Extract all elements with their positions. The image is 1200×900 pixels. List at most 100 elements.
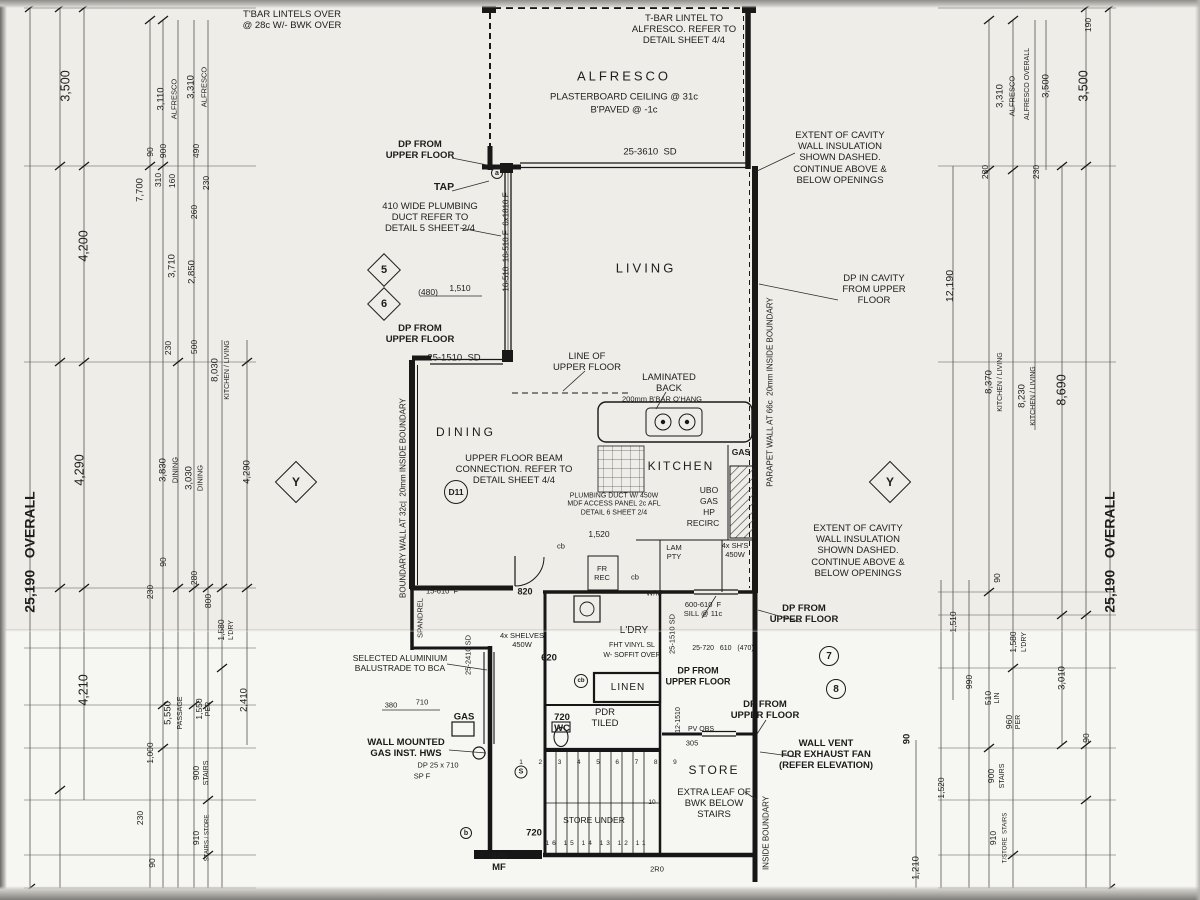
dim-right-overall: 25,190 OVERALL [1101,491,1118,613]
marker-a: a [491,167,503,179]
note-bbar-ohang: 200mm B'BAR O'HANG [622,394,702,404]
window-15-610: 15-610 F [425,586,459,596]
dim-left-4290: 4,290 [72,454,87,486]
dim-right-910: 910 [987,830,998,846]
dim-left-500: 500 [188,339,199,355]
dim-right-12190: 12,190 [943,269,956,303]
dim-left-2410: 2,410 [238,688,250,712]
stair-numbers-top: 1 2 3 4 5 6 7 8 9 [519,759,681,767]
door-820: 820 [517,586,533,597]
dim-left-1580: 1,580 [215,619,226,641]
marker-y-right: Y [868,460,912,504]
laundry-wm: W/M [646,588,662,598]
dim-305: 305 [685,738,699,748]
leader-lines [382,152,839,801]
dim-left-4210: 4,210 [76,674,91,706]
dim-left-230a: 230 [200,175,211,191]
spandrel: SPANDREL [415,598,425,638]
marker-label: a [495,169,499,177]
kitchen-gas-2: GAS [700,495,718,506]
note-line-upper: LINE OF UPPER FLOOR [552,350,622,373]
window-pv-obs: PV OBS [687,725,715,733]
door-25-1510-sd-2: 25-1510 SD [667,613,677,655]
dim-right-3010: 3,010 [1056,666,1068,690]
gas-meter: GAS [453,711,475,723]
dim-1520: 1,520 [588,528,610,539]
marker-cb: cb [574,674,588,688]
dim-left-3310: 3,310 [185,75,197,99]
note-extra-leaf: EXTRA LEAF OF BWK BELOW STAIRS [677,787,751,821]
dim-left-1550: 1,550 [193,698,204,720]
kitchen-fr-rec: FR REC [594,564,610,582]
dim-right-3500a: 3,500 [1076,70,1091,102]
dim-left-4200: 4,200 [76,230,91,262]
dim-left-160: 160 [166,173,177,189]
circle-outline [460,827,472,839]
door-25-2410-sd: 25-2410 SD [463,634,473,676]
room-ldry: L'DRY [619,625,649,637]
dim-left-910: 910 [190,830,201,846]
dim-left-alfresco-1: ALFRESCO [169,78,179,120]
dim-right-ldry: L'DRY [1020,632,1028,652]
dim-right-tstore-stairs: T/STORE STAIRS [1002,812,1009,864]
room-store-under: STORE UNDER [563,814,625,825]
dim-right-230a: 230 [979,164,990,180]
dim-left-3500: 3,500 [58,70,73,102]
dim-left-90b: 90 [157,557,168,567]
walls [409,2,758,882]
dims-25-720: 25-720 610 (470) [692,644,754,652]
dim-left-900b: 900 [190,765,201,781]
marker-b: b [460,827,472,839]
scan-edge-left [0,0,7,900]
dim-left-230b: 230 [162,340,173,356]
marker-label: 5 [380,264,388,276]
marker-label: 8 [833,683,839,695]
dim-right-1510: 1,510 [947,611,958,633]
dim-right-90c: 90 [901,733,913,745]
dim-right-3500b: 3,500 [1040,74,1052,98]
note-dp-upper-3: DP FROM UPPER FLOOR [769,602,839,625]
dim-right-990: 990 [963,674,974,690]
circle-outline [444,480,468,504]
marker-label: Y [291,475,300,489]
dim-left-2850: 2,850 [186,260,198,284]
room-linen: LINEN [610,682,646,694]
dim-right-kl1: KITCHEN / LIVING [996,352,1004,412]
dim-710: 710 [415,697,429,707]
door-720: 720 [526,827,542,839]
dim-left-900a: 900 [157,143,168,159]
note-laminated-back: LAMINATED BACK [642,371,696,394]
pdr-wc: 720 WC [554,711,570,734]
room-store: STORE [688,762,740,777]
dim-right-alfresco-overall: ALFRESCO OVERALL [1023,48,1031,120]
marker-d11: D11 [444,480,468,504]
marker-5: 5 [367,253,401,287]
note-dp-25x710: DP 25 x 710 [417,760,459,770]
dim-left-kitchen-living: KITCHEN / LIVING [223,340,231,400]
cb-2: cb [557,541,565,551]
kitchen-gas: GAS [731,446,751,457]
dim-left-ldry: L'DRY [227,620,235,640]
door-620: 620 [541,652,557,664]
dim-left-280: 280 [188,570,199,586]
room-living: LIVING [615,260,677,276]
dim-right-lin: LIN [993,692,1001,704]
dim-left-310: 310 [152,172,163,188]
scan-edge-top [0,0,1200,8]
note-wall-vent: WALL VENT FOR EXHAUST FAN (REFER ELEVATI… [778,738,874,772]
stair-numbers-bottom: 16 15 14 13 12 11 [545,840,649,848]
window-living-left: 16-510 16-510 F 6x1810 F [501,192,511,292]
marker-7: 7 [819,646,839,666]
marker-8: 8 [826,679,846,699]
room-alfresco: ALFRESCO [576,68,672,84]
note-cavity-insulation-top: EXTENT OF CAVITY WALL INSULATION SHOWN D… [793,129,887,186]
note-sp-f: SP F [413,771,431,781]
door-25-3610-sd: 25-3610 SD [623,146,677,158]
room-dining: DINING [436,424,496,439]
marker-label: D11 [448,487,464,497]
note-cavity-insulation-mid: EXTENT OF CAVITY WALL INSULATION SHOWN D… [811,522,905,579]
dim-left-90a: 90 [144,147,155,157]
dim-right-1580: 1,580 [1007,631,1018,653]
dimension-lines [29,8,1111,888]
